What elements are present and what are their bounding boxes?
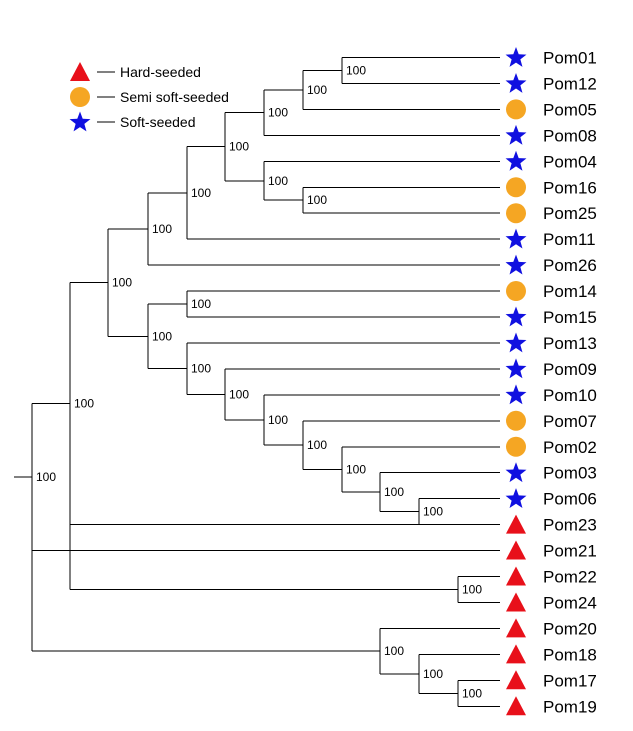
star-icon [505,254,527,275]
support-value: 100 [384,485,404,499]
tip-markers [505,47,527,716]
circle-icon [506,177,526,198]
support-values: 100 100 100 100 100 100 100 100 100 100 100 100 100 1… [36,63,482,700]
taxon-label-pom26: Pom26 [543,256,597,275]
taxon-label-pom12: Pom12 [543,74,597,93]
support-value: 100 [268,106,288,120]
support-value: 100 [229,387,249,401]
legend-circle-icon [70,87,90,107]
support-value: 100 [423,667,443,681]
support-value: 100 [229,140,249,154]
support-value: 100 [152,222,172,236]
legend-triangle-icon [70,62,90,81]
star-icon [505,47,527,67]
triangle-icon [506,644,526,664]
taxon-label-pom13: Pom13 [543,334,597,353]
legend-star-icon [69,111,91,132]
taxon-label-pom22: Pom22 [543,568,597,587]
taxon-label-pom21: Pom21 [543,542,597,561]
star-icon [505,358,527,379]
legend-label-semi-soft-seeded: Semi soft-seeded [120,89,229,105]
taxon-label-pom01: Pom01 [543,49,597,68]
taxon-labels: Pom01Pom12Pom05Pom08Pom04Pom16Pom25Pom11… [543,49,597,717]
star-icon [505,150,527,171]
taxon-label-pom02: Pom02 [543,438,597,457]
tree-branches [14,57,500,707]
support-value: 100 [462,686,482,700]
triangle-icon [506,566,526,586]
support-value: 100 [307,83,327,97]
star-icon [505,72,527,93]
circle-icon [506,99,526,120]
triangle-icon [506,514,526,534]
star-icon [505,384,527,405]
taxon-label-pom20: Pom20 [543,619,597,638]
support-value: 100 [191,362,211,376]
support-value: 100 [191,186,211,200]
taxon-label-pom10: Pom10 [543,386,597,405]
taxon-label-pom06: Pom06 [543,490,597,509]
taxon-label-pom05: Pom05 [543,100,597,119]
support-value: 100 [462,582,482,596]
support-value: 100 [268,174,288,188]
support-value: 100 [346,462,366,476]
support-value: 100 [268,413,288,427]
support-value: 100 [36,470,56,484]
taxon-label-pom04: Pom04 [543,152,597,171]
taxon-label-pom08: Pom08 [543,126,597,145]
taxon-label-pom18: Pom18 [543,645,597,664]
star-icon [505,228,527,249]
support-value: 100 [74,397,94,411]
taxon-label-pom07: Pom07 [543,412,597,431]
taxon-label-pom15: Pom15 [543,308,597,327]
taxon-label-pom14: Pom14 [543,282,597,301]
support-value: 100 [384,644,404,658]
support-value: 100 [307,438,327,452]
circle-icon [506,203,526,224]
legend-label-hard-seeded: Hard-seeded [120,64,201,80]
support-value: 100 [307,193,327,207]
triangle-icon [506,618,526,638]
circle-icon [506,410,526,431]
support-value: 100 [112,276,132,290]
taxon-label-pom24: Pom24 [543,593,597,612]
circle-icon [506,436,526,457]
taxon-label-pom03: Pom03 [543,464,597,483]
taxon-label-pom11: Pom11 [543,230,596,249]
triangle-icon [506,670,526,690]
star-icon [505,488,527,509]
triangle-icon [506,540,526,560]
triangle-icon [506,696,526,716]
taxon-label-pom16: Pom16 [543,178,597,197]
star-icon [505,462,527,483]
taxon-label-pom25: Pom25 [543,204,597,223]
star-icon [505,124,527,145]
legend-label-soft-seeded: Soft-seeded [120,114,196,130]
taxon-label-pom09: Pom09 [543,360,597,379]
taxon-label-pom17: Pom17 [543,671,597,690]
support-value: 100 [152,329,172,343]
star-icon [505,306,527,327]
support-value: 100 [423,505,443,519]
taxon-label-pom19: Pom19 [543,697,597,716]
taxon-label-pom23: Pom23 [543,516,597,535]
triangle-icon [506,592,526,612]
star-icon [505,332,527,353]
support-value: 100 [191,297,211,311]
support-value: 100 [346,63,366,77]
circle-icon [506,281,526,302]
